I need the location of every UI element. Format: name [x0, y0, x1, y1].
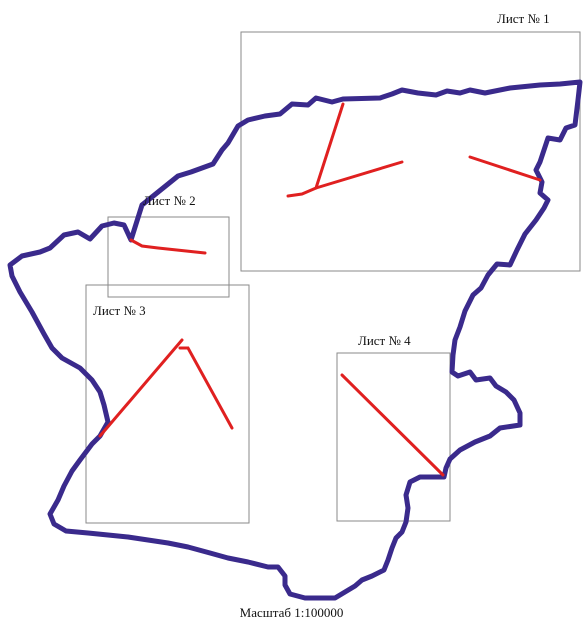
route-line-sheet1-east: [468, 155, 542, 182]
territory-boundary: [7, 79, 583, 601]
route-line-sheet2: [129, 238, 207, 255]
sheet-3-label: Лист № 3: [93, 303, 146, 318]
route-line-sheet1-main: [286, 102, 345, 198]
sheet-frame-3: [85, 284, 250, 524]
sheet-frame-4: [336, 352, 451, 522]
sheet-frame-2: [107, 216, 230, 298]
sheet-4-label: Лист № 4: [358, 333, 411, 348]
route-line-sheet3-main: [98, 338, 184, 438]
route-line-sheet4: [340, 373, 445, 477]
sheet-frame-1: [240, 31, 581, 272]
sheet-2-label: Лист № 2: [143, 193, 196, 208]
sheet-1-label: Лист № 1: [497, 11, 550, 26]
map-scale: Масштаб 1:100000: [239, 605, 344, 620]
route-line-sheet1-branch: [314, 160, 404, 190]
route-line-sheet3-branch: [178, 346, 234, 430]
